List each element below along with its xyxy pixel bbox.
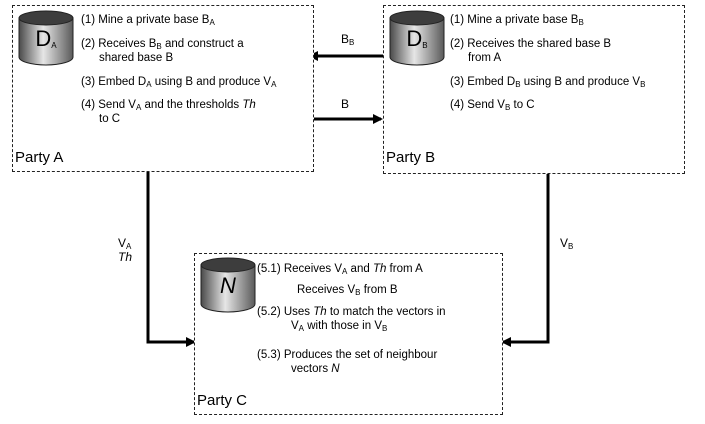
subscript: B <box>156 42 162 51</box>
step-number: (5.3) <box>257 349 284 361</box>
step-item: (2) Receives BB and construct a shared ba… <box>81 37 244 65</box>
step-text: Send V <box>467 99 505 111</box>
subscript: B <box>515 80 521 89</box>
step-number: (2) <box>81 38 99 50</box>
step-continuation: shared base B <box>99 52 174 64</box>
subscript: B <box>640 80 646 89</box>
subscript: B <box>355 288 361 297</box>
step-item: (1) Mine a private base BB <box>450 13 584 27</box>
step-text: Send V <box>98 99 136 111</box>
step-number: (3) <box>81 76 99 88</box>
step-text: Receives V <box>283 263 343 275</box>
database-n-icon <box>200 257 256 313</box>
step-text: Embed D <box>467 76 516 88</box>
step-italic: Th <box>372 263 387 275</box>
party-b-label: Party B <box>386 149 436 166</box>
step-number: (5.1) <box>257 263 284 275</box>
step-item: (3) Embed DA using B and produce VA <box>81 75 276 89</box>
step-text: V <box>291 320 299 332</box>
step-text: vectors <box>291 363 332 375</box>
step-continuation: to C <box>99 113 121 125</box>
database-da-label: DA <box>35 26 57 51</box>
step-continuation: from A <box>468 52 502 64</box>
subscript: A <box>135 103 142 112</box>
step-text: using B and produce V <box>151 76 272 88</box>
label-b-to-a: BB <box>341 32 355 47</box>
step-item: (4) Send VA and the thresholds Th to C <box>81 98 256 126</box>
step-text: to C <box>510 99 535 111</box>
step-italic: Th <box>313 306 327 318</box>
step-number: (5.2) <box>257 306 284 318</box>
subscript: B <box>382 324 388 333</box>
step-text: using B and produce V <box>520 76 641 88</box>
step-number: (1) <box>450 14 468 26</box>
subscript: A <box>298 324 305 333</box>
database-da-icon <box>18 10 74 66</box>
subscript: A <box>146 80 152 89</box>
step-text: Receives B <box>98 38 157 50</box>
step-item: (1) Mine a private base BA <box>81 13 215 27</box>
label-a-to-c: VA Th <box>118 236 133 264</box>
subscript: A <box>209 18 215 27</box>
subscript: B <box>504 103 511 112</box>
step-text: from B <box>360 284 398 296</box>
step-item: (5.3) Produces the set of neighbour vecto… <box>257 348 437 376</box>
arrow-b-to-c <box>501 174 550 347</box>
step-text: Produces the set of neighbour <box>283 349 438 361</box>
step-text: to match the vectors in <box>326 306 446 318</box>
step-text: Embed D <box>98 76 147 88</box>
label-b-to-c: VB <box>560 236 574 251</box>
step-text: and construct a <box>161 38 244 50</box>
party-a-label: Party A <box>15 149 64 166</box>
database-db-icon <box>389 10 445 66</box>
step-item: (3) Embed DB using B and produce VB <box>450 75 645 89</box>
step-italic: N <box>331 363 340 375</box>
step-italic: Th <box>242 99 256 111</box>
step-text: from A <box>386 263 423 275</box>
step-text: and <box>347 263 373 275</box>
step-text: with those in V <box>304 320 382 332</box>
step-number: (2) <box>450 38 468 50</box>
step-text: Uses <box>283 306 314 318</box>
subscript: A <box>271 80 277 89</box>
step-number: (1) <box>81 14 99 26</box>
step-item: (2) Receives the shared base B from A <box>450 37 611 65</box>
step-text: Receives V <box>297 284 356 296</box>
arrow-a-to-c <box>146 172 196 347</box>
step-number: (3) <box>450 76 468 88</box>
step-text: Receives the shared base B <box>467 38 612 50</box>
step-text: Mine a private base B <box>467 14 579 26</box>
subscript: B <box>578 18 584 27</box>
party-c-label: Party C <box>197 392 248 409</box>
database-n-label: N <box>220 273 236 298</box>
label-a-to-b: B <box>341 97 350 111</box>
subscript: A <box>342 267 348 276</box>
step-item: (4) Send VB to C <box>450 98 535 112</box>
database-db-label: DB <box>406 26 428 51</box>
step-text: and the thresholds <box>141 99 243 111</box>
step-number: (4) <box>81 99 99 111</box>
step-text: Mine a private base B <box>98 14 210 26</box>
step-number: (4) <box>450 99 468 111</box>
